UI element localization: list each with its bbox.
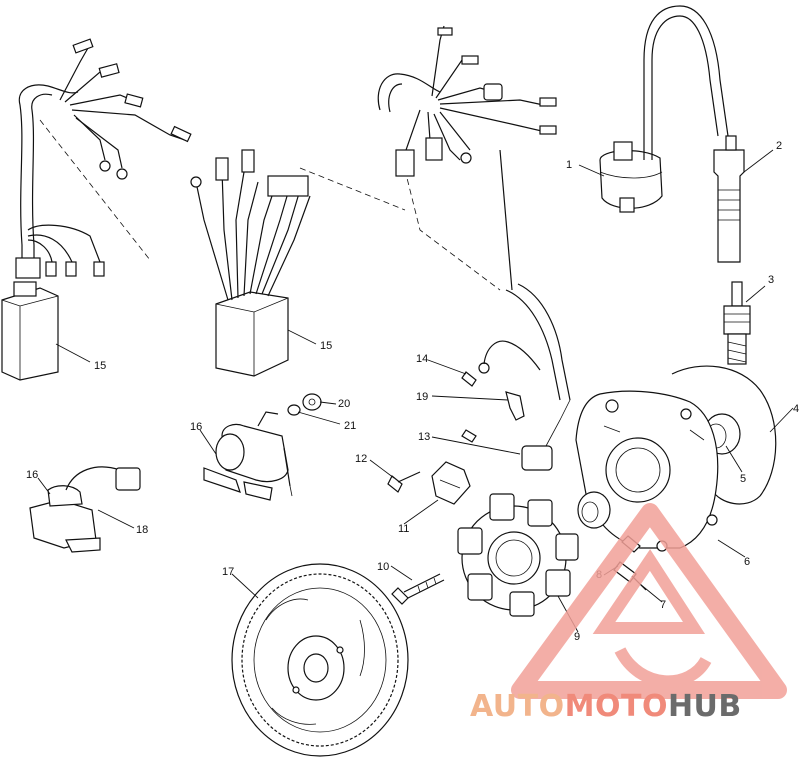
flywheel <box>231 563 409 757</box>
callout-21: 21 <box>344 420 356 432</box>
watermark-text: AUTOMOTOHUB <box>470 689 742 724</box>
spark-plug-cap <box>713 135 745 263</box>
callout-9: 9 <box>574 631 580 643</box>
callout-16-lower: 16 <box>26 469 38 481</box>
callout-10: 10 <box>377 561 389 573</box>
crank-seal <box>577 491 611 529</box>
callout-4: 4 <box>793 403 799 415</box>
callout-20: 20 <box>338 398 350 410</box>
wire-clamp <box>431 461 471 505</box>
callout-labels: 1 2 3 4 5 6 7 8 9 10 11 12 13 14 15 15 1… <box>26 140 799 643</box>
pickup-coil <box>521 399 571 471</box>
callout-12: 12 <box>355 453 367 465</box>
voltage-regulator <box>29 466 141 553</box>
cdi-module-center <box>190 149 311 377</box>
callout-13: 13 <box>418 431 430 443</box>
stator-plate <box>575 390 719 552</box>
svg-text:AUTOMOTOHUB: AUTOMOTOHUB <box>470 689 742 724</box>
callout-3: 3 <box>768 274 774 286</box>
callout-18: 18 <box>136 524 148 536</box>
o-ring-gasket <box>671 365 777 505</box>
watermark-auto: AUTO <box>470 689 565 724</box>
washer-21 <box>287 404 301 416</box>
callout-19: 19 <box>416 391 428 403</box>
watermark-moto: MOTO <box>565 689 668 724</box>
connector-dash-line <box>39 119 151 261</box>
callout-6: 6 <box>744 556 750 568</box>
connector-dash-line <box>399 149 501 291</box>
nut-20 <box>302 393 322 411</box>
callout-15-center: 15 <box>320 340 332 352</box>
watermark-hub: HUB <box>668 689 742 724</box>
small-screw <box>461 429 477 443</box>
callout-17: 17 <box>222 566 234 578</box>
callout-7: 7 <box>660 599 666 611</box>
connector-dash-line <box>299 167 406 211</box>
watermark-logo <box>511 503 787 699</box>
callout-15-left: 15 <box>94 360 106 372</box>
wiring-harness-center <box>377 25 571 401</box>
bolt-10 <box>391 573 445 605</box>
callout-16-upper: 16 <box>190 421 202 433</box>
callout-11: 11 <box>398 523 409 535</box>
callout-5: 5 <box>740 473 746 485</box>
callout-2: 2 <box>776 140 782 152</box>
callout-1: 1 <box>566 159 572 171</box>
ground-screw <box>461 340 541 387</box>
stator-coil-assembly <box>457 493 579 617</box>
ignition-coil <box>599 5 729 213</box>
wiring-harness-left <box>1 38 192 381</box>
spark-plug <box>723 281 751 365</box>
callout-14: 14 <box>416 353 428 365</box>
screw-12 <box>387 471 421 493</box>
bracket-19 <box>505 391 525 421</box>
starter-solenoid <box>203 411 293 501</box>
